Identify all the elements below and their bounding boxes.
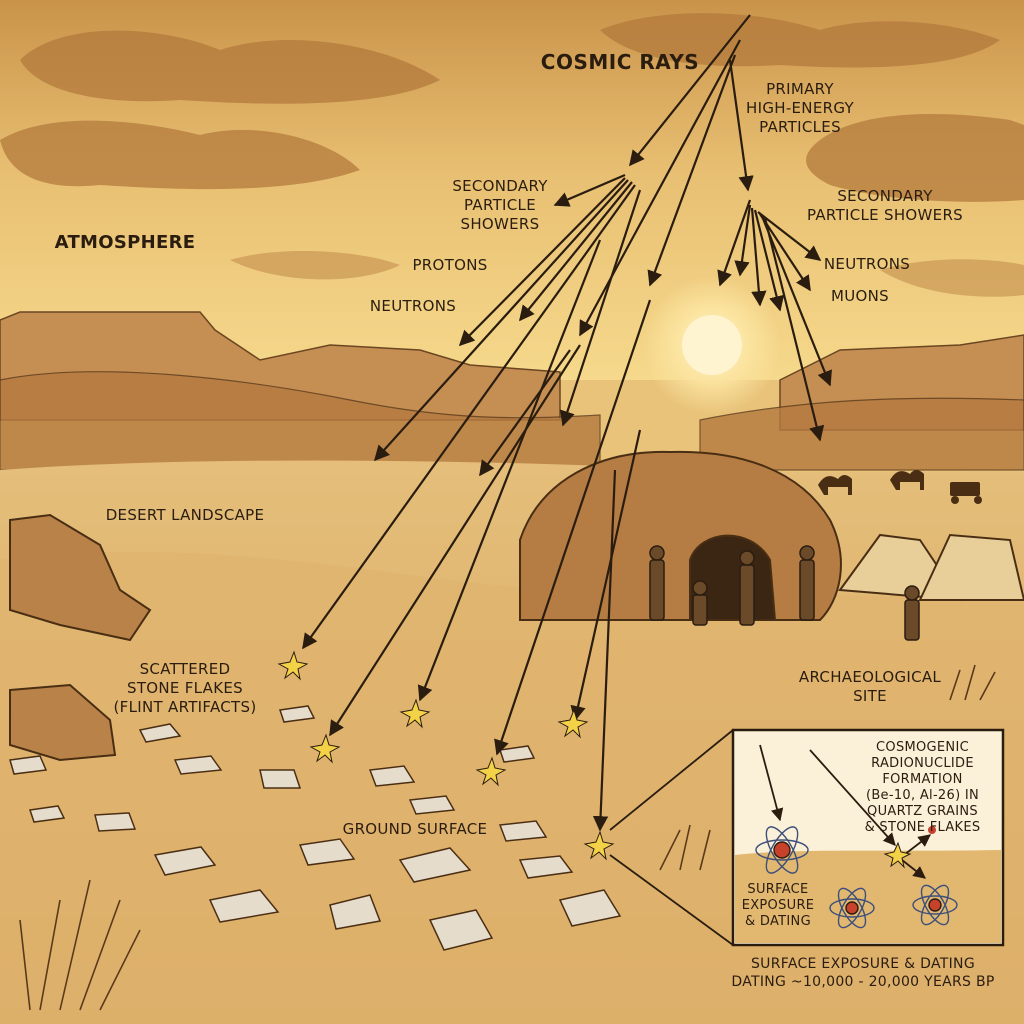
atom-1 <box>755 826 809 874</box>
label-protons: PROTONS <box>412 256 488 274</box>
stone-flakes <box>9 705 622 951</box>
impact-bursts <box>277 650 615 861</box>
caravan <box>818 470 982 504</box>
atom-3 <box>912 884 958 926</box>
archaeologists <box>649 545 920 641</box>
label-neutrons-left: NEUTRONS <box>369 297 457 315</box>
inset-caption: SURFACE EXPOSURE & DATING DATING ~10,000… <box>731 956 995 990</box>
label-secondary-showers-left: SECONDARY PARTICLE SHOWERS <box>452 177 548 233</box>
inset-exposure-text: SURFACE EXPOSURE & DATING <box>741 882 815 929</box>
label-atmosphere: ATMOSPHERE <box>54 232 196 253</box>
scrub <box>19 664 996 1011</box>
clouds <box>0 13 1024 297</box>
atom-2 <box>829 887 875 929</box>
inset-formation-text: COSMOGENIC RADIONUCLIDE FORMATION (Be-10… <box>864 740 981 835</box>
cosmic-ray-arrows <box>302 14 832 832</box>
label-ground-surface: GROUND SURFACE <box>342 820 488 838</box>
label-primary-particles: PRIMARY HIGH-ENERGY PARTICLES <box>746 80 854 136</box>
inset-panel <box>731 728 1005 947</box>
tents <box>838 533 1024 602</box>
left-rocks <box>9 513 152 762</box>
label-stone-flakes: SCATTERED STONE FLAKES (FLINT ARTIFACTS) <box>113 660 257 716</box>
inset-callout <box>609 729 734 946</box>
label-desert-landscape: DESERT LANDSCAPE <box>105 506 265 524</box>
label-cosmic-rays: COSMIC RAYS <box>540 50 700 74</box>
label-muons: MUONS <box>831 287 889 305</box>
label-neutrons-right: NEUTRONS <box>823 255 911 273</box>
label-secondary-showers-right: SECONDARY PARTICLE SHOWERS <box>806 187 963 224</box>
label-archaeological-site: ARCHAEOLOGICAL SITE <box>798 668 942 705</box>
